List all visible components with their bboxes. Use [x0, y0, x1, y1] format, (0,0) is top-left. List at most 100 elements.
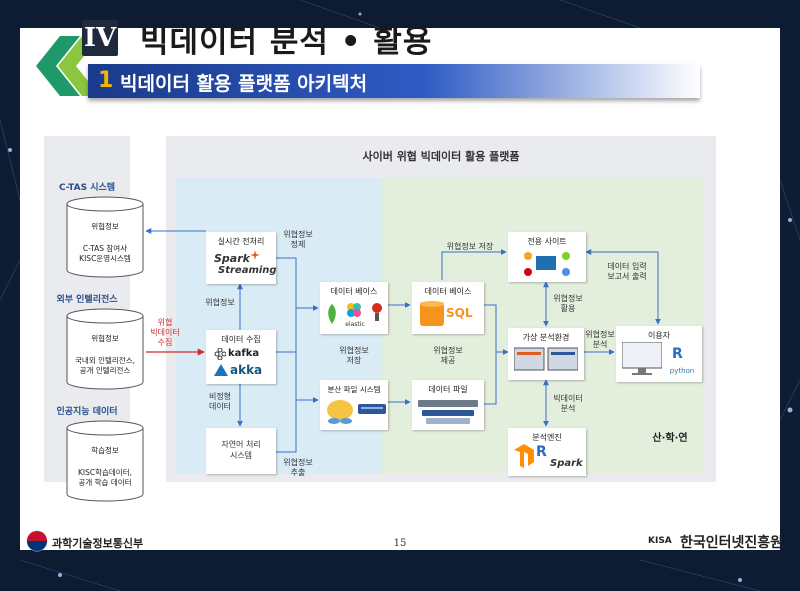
label-threat-analysis-2: 분석 [592, 340, 608, 349]
user-r-logo-icon: R [672, 346, 683, 362]
ministry-name: 과학기술정보통신부 [52, 537, 144, 550]
datafile-title: 데이터 파일 [428, 385, 468, 394]
data-file-box: 데이터 파일 [412, 380, 484, 430]
desktop-screens-icon [514, 347, 578, 371]
label-threat-refine-2: 정제 [290, 240, 306, 249]
red-label-line2: 빅데이터 [150, 328, 180, 337]
red-label-line3: 수집 [157, 338, 173, 347]
external-line2: 국내외 인텔리전스, [75, 356, 135, 365]
sql-logo-text: SQL [446, 306, 473, 320]
user-box: 이용자 R python [616, 326, 702, 382]
label-threat-use-1: 위협정보 [553, 294, 583, 303]
ministry-emblem-icon [26, 530, 48, 552]
spark-logo-text: Spark [214, 252, 250, 265]
kisa-mark: KISA [648, 536, 672, 546]
collect-title: 데이터 수집 [221, 335, 261, 344]
label-threat-store-1: 위협정보 [339, 346, 369, 355]
label-threat-provide-2: 제공 [440, 356, 456, 365]
preprocess-title: 실시간 전처리 [217, 237, 265, 246]
akka-logo-text: akka [230, 363, 263, 377]
collab-label: 산·학·연 [652, 433, 688, 444]
ai-database-icon [66, 420, 144, 502]
distributed-fs-box: 분산 파일 시스템 [320, 380, 388, 430]
akka-icon [214, 364, 228, 376]
nlp-title2: 시스템 [229, 451, 253, 460]
label-threat-provide-1: 위협정보 [433, 346, 463, 355]
web-portal-icon [524, 252, 570, 276]
elastic-logo-text: elastic [345, 321, 365, 328]
streaming-logo-text: Streaming [218, 265, 277, 276]
monitor-icon [622, 342, 662, 375]
subtitle-text: 빅데이터 활용 플랫폼 아키텍처 [120, 73, 368, 95]
ctas-title: C-TAS 시스템 [58, 183, 116, 193]
db1-title: 데이터 베이스 [330, 287, 378, 296]
r-logo-icon: R [536, 444, 547, 460]
external-title: 외부 인텔리전스 [56, 295, 118, 305]
label-data-input-1: 데이터 입력 [607, 262, 647, 271]
label-threat-store-2: 저장 [346, 356, 362, 365]
label-bigdata-analysis-1: 빅데이터 [553, 394, 583, 403]
subtitle-number: 1 [98, 68, 114, 93]
virtual-title: 가상 분석환경 [522, 333, 570, 342]
realtime-preprocess-box: 실시간 전처리 Spark Streaming [206, 232, 277, 284]
ctas-line3: KISC운영시스템 [79, 254, 131, 263]
label-threat-info: 위협정보 [205, 298, 235, 307]
storage-server-icon [358, 404, 386, 414]
label-threat-extract-1: 위협정보 [283, 458, 313, 467]
mongodb-leaf-icon [328, 304, 336, 324]
engine-spark-logo-text: Spark [550, 458, 583, 469]
ctas-database-icon [66, 196, 144, 278]
label-bigdata-analysis-2: 분석 [560, 404, 576, 413]
ctas-line2: C-TAS 참여사 [82, 244, 128, 253]
kafka-icon [214, 348, 226, 360]
label-unstructured-1: 비정형 [208, 392, 232, 401]
label-threat-extract-2: 추출 [290, 468, 306, 477]
kisa-name: 한국인터넷진흥원 [680, 535, 784, 551]
ai-line1: 학습정보 [91, 446, 119, 455]
fs-title: 분산 파일 시스템 [327, 385, 381, 394]
footer-bar [20, 526, 780, 550]
label-unstructured-2: 데이터 [208, 402, 232, 411]
analysis-engine-box: 분석엔진 R Spark [508, 428, 586, 476]
spark-star-icon [250, 250, 260, 260]
data-collect-box: 데이터 수집 kafka akka [206, 330, 276, 384]
file-storage-icon [418, 400, 478, 424]
db2-title: 데이터 베이스 [424, 287, 472, 296]
virtual-analysis-box: 가상 분석환경 [508, 328, 584, 380]
engine-title: 분석엔진 [532, 433, 562, 442]
page-number: 15 [393, 538, 407, 549]
label-threat-use-2: 활용 [560, 304, 576, 313]
external-line1: 위협정보 [91, 334, 119, 343]
ai-data-title: 인공지능 데이터 [56, 407, 118, 417]
site-title: 전용 사이트 [527, 237, 567, 246]
red-label-line1: 위협 [157, 318, 173, 327]
external-line3: 공개 인텔리전스 [79, 366, 131, 375]
label-threat-refine-1: 위협정보 [283, 230, 313, 239]
page-title: 빅데이터 분석 • 활용 [140, 24, 433, 60]
title-chevron-icon [36, 36, 100, 96]
label-threat-analysis-1: 위협정보 [585, 330, 615, 339]
external-database-icon [66, 308, 144, 390]
ai-line3: 공개 학습 데이터 [78, 478, 132, 487]
dedicated-site-box: 전용 사이트 [508, 232, 586, 282]
hadoop-elephant-icon [327, 400, 353, 424]
kafka-logo-text: kafka [228, 348, 260, 359]
tensorflow-icon [514, 444, 534, 468]
python-logo-text: python [669, 367, 695, 375]
ai-line2: KISC학습데이터, [77, 468, 132, 477]
sql-database-icon [420, 301, 444, 326]
nlp-title1: 자연어 처리 [221, 440, 261, 449]
user-title: 이용자 [647, 331, 671, 340]
elastic-icon [347, 303, 361, 317]
label-data-input-2: 보고서 출력 [607, 272, 647, 281]
label-threat-store-top: 위협정보 저장 [446, 242, 494, 251]
section-roman-numeral: IV [82, 20, 118, 56]
database-box-2: 데이터 베이스 SQL [412, 282, 484, 334]
subtitle-banner: 1 빅데이터 활용 플랫폼 아키텍처 [88, 64, 700, 98]
nlp-system-box: 자연어 처리 시스템 [206, 428, 276, 474]
redis-icon [372, 303, 382, 321]
ctas-line1: 위협정보 [91, 222, 119, 231]
platform-title: 사이버 위협 빅데이터 활용 플랫폼 [362, 150, 520, 163]
